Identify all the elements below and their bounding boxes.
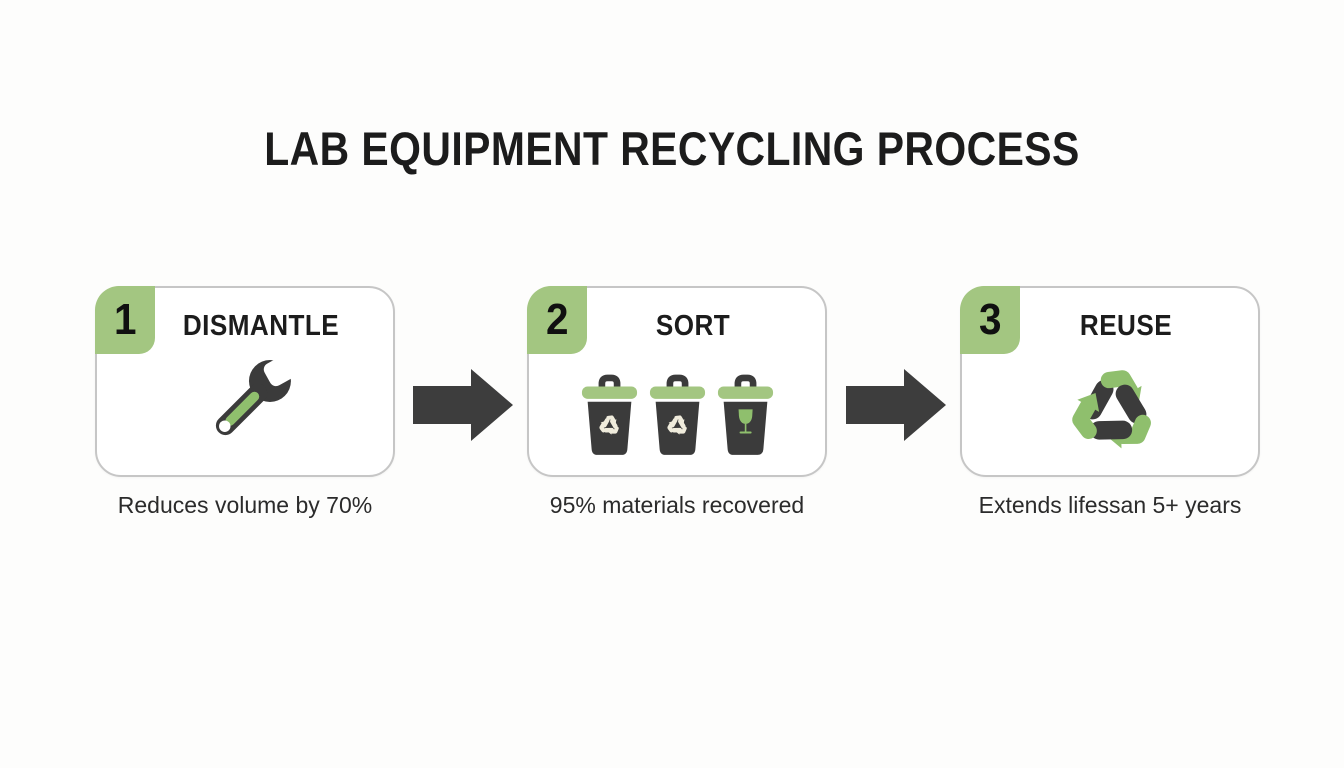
right-arrow-icon [846,369,946,441]
step-number-badge: 2 [527,286,587,354]
recycle-bin-icon [581,373,638,457]
step-number: 1 [113,295,137,344]
page-title: LAB EQUIPMENT RECYCLING PROCESS [264,122,1080,175]
step-label: DISMANTLE [182,310,340,342]
step-label: REUSE [1079,310,1173,342]
step-caption: Reduces volume by 70% [117,492,373,518]
step-card-reuse: 3 REUSE [960,286,1260,477]
step-card-sort: 2 SORT [527,286,827,477]
step-caption: 95% materials recovered [549,492,805,518]
wrench-icon [183,344,307,473]
glass-bin-icon [717,373,774,457]
step-number: 2 [545,295,569,344]
recycle-arrows-icon [1055,350,1171,473]
step-number: 3 [978,295,1002,344]
sorting-bins-icon [529,373,825,457]
right-arrow-icon [413,369,513,441]
recycle-bin-icon [649,373,706,457]
step-caption: Extends lifessan 5+ years [978,492,1242,518]
step-card-dismantle: 1 DISMANTLE [95,286,395,477]
step-number-badge: 1 [95,286,155,354]
step-number-badge: 3 [960,286,1020,354]
step-label: SORT [655,310,731,342]
